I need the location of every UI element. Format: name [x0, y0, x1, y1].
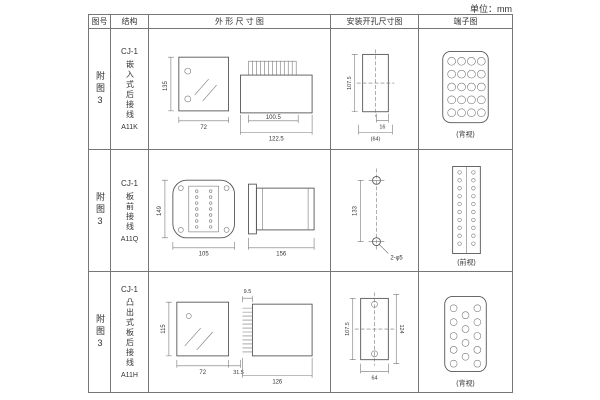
structure-cell-2: CJ-1 板前接线 A11Q	[111, 150, 149, 272]
figure-label: 附图3	[95, 70, 105, 108]
structure-cell-1: CJ-1 嵌入式后接线 A11K	[111, 29, 149, 150]
dim-122-5: 122.5	[269, 136, 285, 142]
dim-64: (64)	[371, 136, 381, 142]
figure-label: 附图3	[95, 192, 105, 229]
structure-label: 嵌入式后接线	[125, 60, 135, 120]
header-figure: 图号	[89, 15, 111, 29]
dim-133: 133	[353, 205, 359, 216]
dim-107-5: 107.5	[347, 76, 353, 90]
header-structure: 结构	[111, 15, 149, 29]
figure-cell-2: 附图3	[89, 150, 111, 272]
dim-72: 72	[200, 124, 207, 130]
model-label: CJ-1	[121, 47, 138, 56]
outline-drawing-cell-3: 115 72 31.5 9.5 126	[149, 272, 331, 393]
structure-label: 凸出式板后接线	[125, 298, 135, 368]
terminal-drawing-3: (背视)	[444, 295, 487, 387]
terminal-drawing-cell-2: (前视)	[419, 150, 513, 272]
figure-cell-3: 附图3	[89, 272, 111, 393]
model-label: CJ-1	[121, 285, 138, 294]
outline-drawing-cell-2: 149 105 156	[149, 150, 331, 272]
terminal-drawing-cell-1: (背视)	[419, 29, 513, 150]
header-outline: 外 形 尺 寸 图	[149, 15, 331, 29]
view-label: (背视)	[456, 378, 474, 387]
mount-drawing-cell-3: 107.5 124 64	[331, 272, 419, 393]
type-code: A11H	[121, 372, 138, 379]
dim-100-5: 100.5	[266, 114, 282, 120]
dim-126: 126	[272, 379, 283, 385]
outline-drawing-1: 135 72 100.5 122.5	[163, 56, 313, 142]
outline-drawing-cell-1: 135 72 100.5 122.5	[149, 29, 331, 150]
outline-drawing-2: 149 105 156	[157, 179, 315, 257]
mount-drawing-1: 107.5 16 (64)	[347, 48, 395, 142]
type-code: A11K	[121, 124, 138, 131]
dim-2phi5: 2-φ5	[390, 255, 403, 261]
structure-label: 板前接线	[125, 191, 135, 232]
figure-cell-1: 附图3	[89, 29, 111, 150]
dim-156: 156	[276, 251, 287, 257]
terminal-drawing-1: (背视)	[442, 50, 489, 138]
view-label: (背视)	[456, 129, 474, 138]
dim-105: 105	[199, 251, 210, 257]
dim-107-5b: 107.5	[345, 322, 351, 336]
model-label: CJ-1	[121, 178, 138, 188]
mount-drawing-cell-2: 133 2-φ5	[331, 150, 419, 272]
outline-drawing-3: 115 72 31.5 9.5 126	[161, 289, 313, 385]
unit-label: 单位：mm	[470, 4, 512, 14]
dim-135: 135	[163, 80, 169, 91]
figure-label: 附图3	[95, 313, 105, 351]
type-code: A11Q	[120, 235, 139, 243]
dim-124: 124	[398, 324, 404, 333]
terminal-drawing-cell-3: (背视)	[419, 272, 513, 393]
mount-drawing-3: 107.5 124 64	[345, 291, 404, 381]
dim-9-5: 9.5	[244, 289, 252, 295]
dim-16: 16	[379, 124, 385, 130]
dim-149: 149	[157, 205, 163, 216]
spec-table: 图号 结构 外 形 尺 寸 图 安装开孔尺寸图 端子图 附图3 CJ-1 嵌入式…	[88, 14, 513, 393]
dim-115: 115	[161, 323, 167, 333]
dim-31-5: 31.5	[233, 369, 244, 375]
terminal-drawing-2: (前视)	[452, 165, 481, 266]
view-label: (前视)	[457, 257, 475, 266]
dim-72b: 72	[199, 369, 206, 375]
mount-drawing-2: 133 2-φ5	[353, 167, 403, 261]
dim-64b: 64	[371, 375, 377, 381]
header-terminal: 端子图	[419, 15, 513, 29]
header-mounting: 安装开孔尺寸图	[331, 15, 419, 29]
structure-cell-3: CJ-1 凸出式板后接线 A11H	[111, 272, 149, 393]
mount-drawing-cell-1: 107.5 16 (64)	[331, 29, 419, 150]
